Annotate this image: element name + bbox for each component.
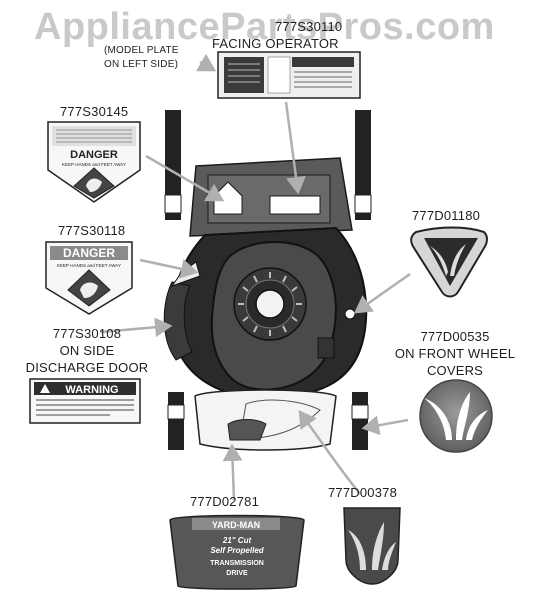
- location-facing-operator: FACING OPERATOR: [212, 36, 339, 51]
- part-number-777D01180: 777D01180: [412, 208, 481, 223]
- front-left-wheel: [168, 392, 184, 450]
- svg-text:KEEP HANDS and FEET AWAY: KEEP HANDS and FEET AWAY: [62, 162, 126, 167]
- danger-text: DANGER: [70, 149, 118, 161]
- grass-leaf-icon: [430, 246, 448, 276]
- svg-text:Self Propelled: Self Propelled: [210, 546, 264, 555]
- svg-text:DRIVE: DRIVE: [226, 570, 248, 577]
- location-side-door-line1: ON SIDE: [59, 343, 115, 358]
- part-number-777S30118: 777S30118: [58, 223, 126, 238]
- decal-position-front: [227, 419, 267, 441]
- decal-777S30145: DANGER KEEP HANDS and FEET AWAY: [47, 121, 141, 203]
- location-side-door-line2: DISCHARGE DOOR: [25, 360, 149, 375]
- danger-text: DANGER: [63, 246, 115, 260]
- part-number-777D00378: 777D00378: [328, 485, 398, 500]
- svg-text:21" Cut: 21" Cut: [222, 536, 252, 545]
- model-plate-note-line2: ON LEFT SIDE): [104, 59, 179, 70]
- brand-text: YARD-MAN: [212, 520, 260, 530]
- watermark: AppliancePartsPros.com: [34, 6, 495, 48]
- decal-777D02781: YARD-MAN 21" Cut Self Propelled TRANSMIS…: [169, 514, 305, 590]
- decal-position-rear: [269, 195, 321, 215]
- model-plate-note-line1: (MODEL PLATE: [104, 45, 179, 56]
- decal-777D00378: [343, 507, 401, 585]
- side-discharge-door: [163, 281, 193, 361]
- part-number-777D02781: 777D02781: [190, 494, 260, 509]
- grass-leaf-icon: [348, 530, 366, 570]
- decal-777D00535: [419, 379, 493, 453]
- front-right-wheel: [352, 392, 368, 450]
- decal-777S30108: WARNING: [29, 378, 141, 424]
- grass-leaf-icon: [424, 398, 452, 440]
- decal-777S30118: DANGER KEEP HANDS and FEET AWAY: [45, 241, 133, 315]
- warning-text: WARNING: [65, 384, 118, 396]
- arrow-icon: [99, 53, 411, 501]
- part-number-777S30145: 777S30145: [60, 104, 129, 119]
- svg-text:KEEP HANDS and FEET AWAY: KEEP HANDS and FEET AWAY: [57, 263, 121, 268]
- part-number-777S30108: 777S30108: [52, 326, 122, 341]
- decal-777D01180: [410, 226, 488, 298]
- rear-left-wheel: [165, 110, 181, 220]
- hand-hazard-icon: [86, 178, 102, 192]
- svg-text:TRANSMISSION: TRANSMISSION: [210, 560, 264, 567]
- decal-777S30110: [217, 51, 361, 99]
- part-number-777S30110: 777S30110: [275, 19, 343, 34]
- part-number-777D00535: 777D00535: [420, 329, 490, 344]
- rear-right-wheel: [355, 110, 371, 220]
- front-bumper: [194, 389, 337, 451]
- location-front-wheel-line2: COVERS: [426, 363, 484, 378]
- hand-hazard-icon: [80, 282, 98, 298]
- location-front-wheel-line1: ON FRONT WHEEL: [394, 346, 516, 361]
- mower-illustration: [163, 110, 372, 451]
